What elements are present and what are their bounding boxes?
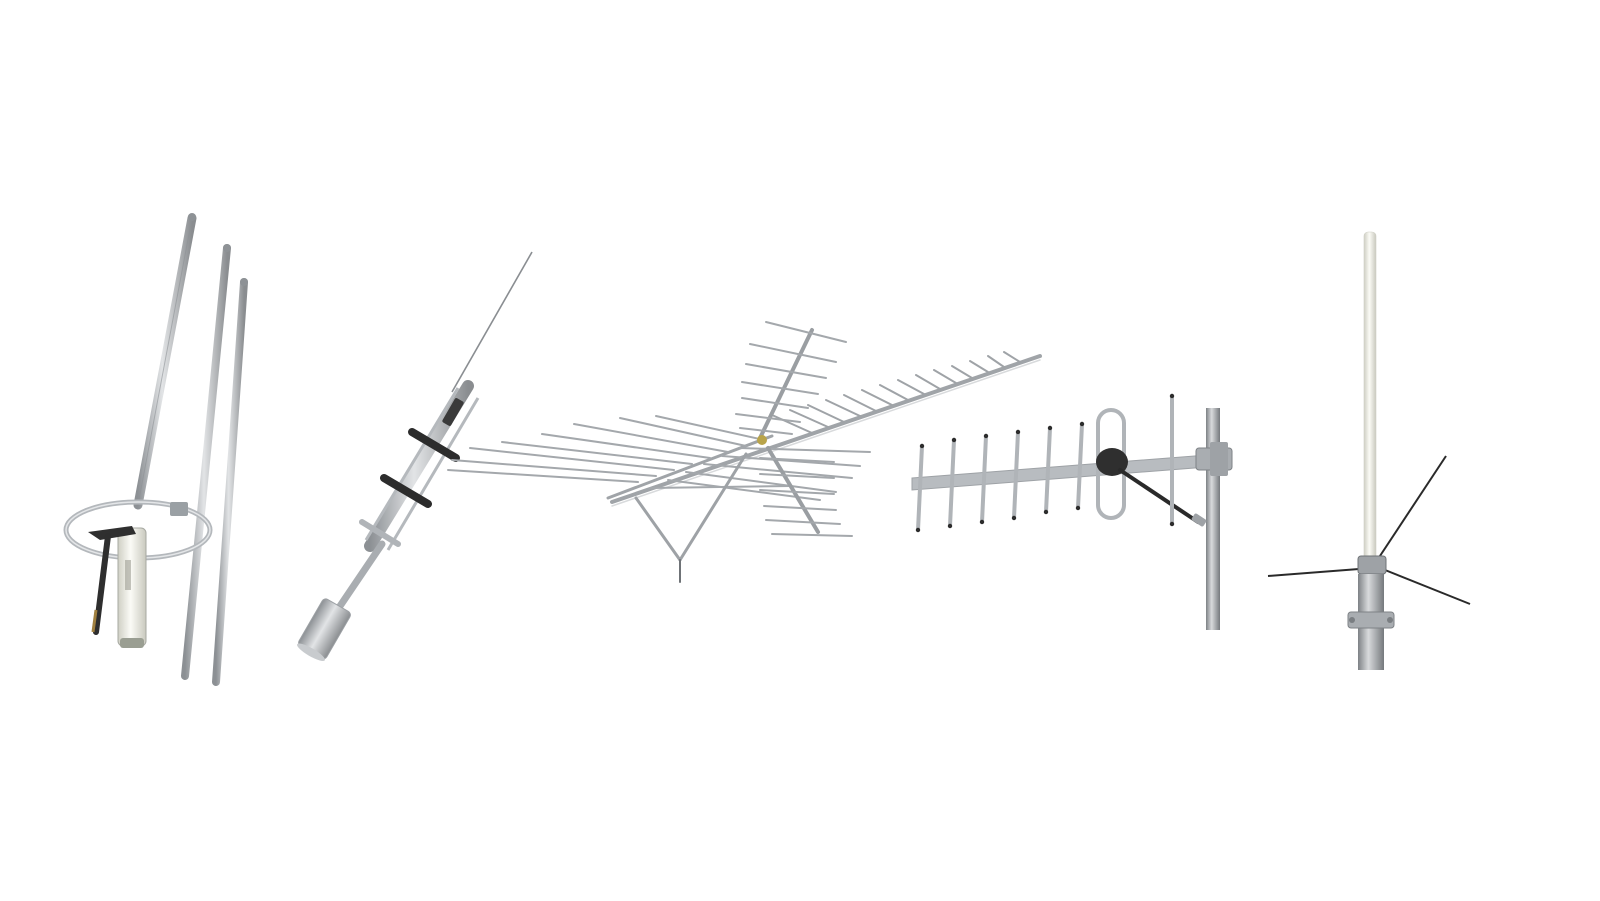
yagi-antenna-icon: [911, 393, 1233, 630]
rod-antenna-icon: [63, 213, 248, 686]
log-periodic-antenna-icon: [447, 321, 1042, 583]
collinear-antenna-icon: [297, 251, 533, 661]
ground-plane-antenna-icon: [1267, 231, 1471, 670]
